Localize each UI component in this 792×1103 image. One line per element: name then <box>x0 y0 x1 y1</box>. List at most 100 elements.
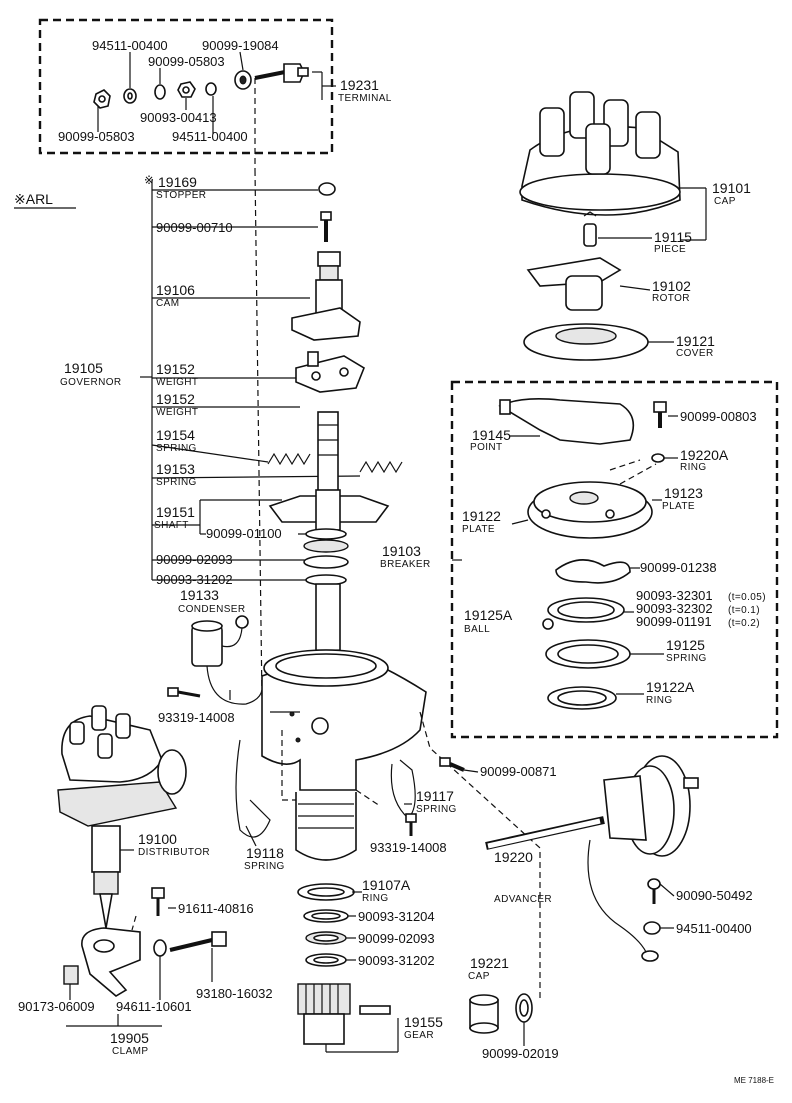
spring-19117 <box>390 759 416 819</box>
distributor-cap <box>519 91 681 216</box>
label-19125a: 19125A <box>464 607 513 623</box>
label-19152-b: 19152 <box>156 391 195 407</box>
label-19220a-name: RING <box>680 462 707 473</box>
label-94511-00400-b: 94511-00400 <box>172 129 248 144</box>
label-19100: 19100 <box>138 831 177 847</box>
label-90099-01191: 90099-01191 <box>636 614 712 629</box>
footer-code: ME 7188-E <box>734 1076 774 1085</box>
ball-19125a <box>542 618 554 630</box>
bolt-93180-16032 <box>169 931 227 952</box>
condenser-screw <box>167 687 201 698</box>
label-19905: 19905 <box>110 1030 149 1046</box>
label-90093-32302: 90093-32302 <box>636 601 713 616</box>
label-91611-40816: 91611-40816 <box>178 901 254 916</box>
label-19169-star: ※ <box>144 173 154 187</box>
label-19117: 19117 <box>416 788 454 804</box>
condenser-part <box>191 615 263 705</box>
advancer-part <box>485 755 699 962</box>
label-19122a-name: RING <box>646 695 673 706</box>
label-19107a: 19107A <box>362 877 411 893</box>
label-19169: 19169 <box>158 174 197 190</box>
label-90099-02093-a: 90099-02093 <box>156 552 233 567</box>
label-90099-00710: 90099-00710 <box>156 220 233 235</box>
label-90093-32301-t: (t=0.05) <box>728 592 766 603</box>
label-90099-00803: 90099-00803 <box>680 409 757 424</box>
screw-90099-00803 <box>653 401 667 428</box>
label-19121: 19121 <box>676 333 715 349</box>
washer-94511-00400-c <box>643 921 661 935</box>
rotor-part <box>526 257 622 311</box>
label-93319-14008-b: 93319-14008 <box>370 840 447 855</box>
piece-19115 <box>583 211 597 247</box>
ring-19220a <box>651 453 665 463</box>
label-19220a: 19220A <box>680 447 729 463</box>
label-90093-31204: 90093-31204 <box>358 909 435 924</box>
label-19125-name: SPRING <box>666 653 707 664</box>
label-19115-name: PIECE <box>654 244 686 255</box>
label-19153-name: SPRING <box>156 477 197 488</box>
gear-part <box>297 983 391 1045</box>
label-19122a: 19122A <box>646 679 695 695</box>
label-19145-name: POINT <box>470 442 503 453</box>
label-19115: 19115 <box>654 229 692 245</box>
label-19105-name: GOVERNOR <box>60 377 122 388</box>
label-90093-31202-a: 90093-31202 <box>156 572 233 587</box>
label-90099-01238: 90099-01238 <box>640 560 717 575</box>
terminal-small-parts <box>93 63 309 109</box>
label-90099-02019: 90099-02019 <box>482 1046 559 1061</box>
label-19154: 19154 <box>156 427 195 443</box>
label-19123: 19123 <box>664 485 703 501</box>
label-19231: 19231 <box>340 77 379 93</box>
governor-springs <box>267 452 403 474</box>
label-19152-a: 19152 <box>156 361 195 377</box>
label-90093-32302-t: (t=0.1) <box>728 605 760 616</box>
cam-part <box>291 251 361 341</box>
label-19133-name: CONDENSER <box>178 604 246 615</box>
label-19145: 19145 <box>472 427 511 443</box>
cap-19221-part <box>469 993 533 1034</box>
shaft-part <box>268 411 390 677</box>
label-19102: 19102 <box>652 278 691 294</box>
clamp-part <box>63 887 227 997</box>
labels: ※ARL ME 7188-E 94511-00400 90099-19084 9… <box>14 38 774 1085</box>
label-19122: 19122 <box>462 508 501 524</box>
label-19154-name: SPRING <box>156 443 197 454</box>
label-19151: 19151 <box>156 504 195 520</box>
washer-90099-01238 <box>555 559 631 584</box>
label-94511-00400-c: 94511-00400 <box>676 921 752 936</box>
lower-washers <box>297 883 355 967</box>
label-19101-name: CAP <box>714 196 736 207</box>
plate-19123 <box>527 481 653 539</box>
cover-part <box>523 323 649 361</box>
label-19101: 19101 <box>712 180 751 196</box>
label-90099-19084: 90099-19084 <box>202 38 279 53</box>
label-90093-32301: 90093-32301 <box>636 588 713 603</box>
distributor-assembly <box>57 705 187 929</box>
label-90093-00413: 90093-00413 <box>140 110 217 125</box>
label-19155: 19155 <box>404 1014 443 1030</box>
label-19123-name: PLATE <box>662 501 695 512</box>
label-19106-name: CAM <box>156 298 179 309</box>
label-19133: 19133 <box>180 587 219 603</box>
label-19100-name: DISTRIBUTOR <box>138 847 210 858</box>
point-part <box>498 398 635 445</box>
label-19152-a-name: WEIGHT <box>156 377 198 388</box>
label-90099-00871: 90099-00871 <box>480 764 557 779</box>
label-90099-01191-t: (t=0.2) <box>728 618 760 629</box>
label-19103-name: BREAKER <box>380 559 431 570</box>
label-19125a-name: BALL <box>464 624 490 635</box>
cam-screw <box>320 211 332 242</box>
label-94611-10601: 94611-10601 <box>116 999 192 1014</box>
label-94511-00400-a: 94511-00400 <box>92 38 168 53</box>
spring-19118 <box>235 739 271 838</box>
label-19103: 19103 <box>382 543 421 559</box>
label-19118-name: SPRING <box>244 861 285 872</box>
label-19107a-name: RING <box>362 893 389 904</box>
label-19152-b-name: WEIGHT <box>156 407 198 418</box>
bolt-91611-40816 <box>151 887 165 916</box>
label-19231-name: TERMINAL <box>338 93 392 104</box>
label-19125: 19125 <box>666 637 705 653</box>
screw-90090-50492 <box>647 878 661 904</box>
